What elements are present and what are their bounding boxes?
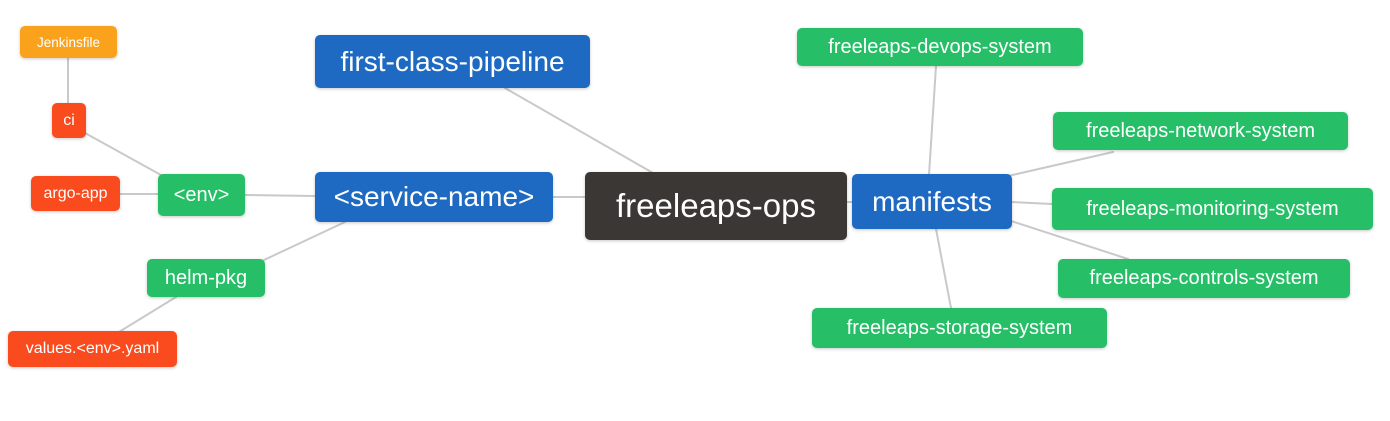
node-manifests[interactable]: manifests [852,174,1012,229]
edge-ci-env [84,132,162,176]
node-ci[interactable]: ci [52,103,86,138]
node-freeleaps-monitoring-system[interactable]: freeleaps-monitoring-system [1052,188,1373,230]
edge-pipeline-freeleaps-ops [504,87,654,174]
edge-manifests-storage [935,228,952,309]
edge-service-name-helm-pkg [263,221,346,261]
node-argo-app[interactable]: argo-app [31,176,120,211]
node-freeleaps-ops[interactable]: freeleaps-ops [585,172,847,240]
node-env[interactable]: <env> [158,174,245,216]
node-values-env-yaml[interactable]: values.<env>.yaml [8,331,177,367]
node-freeleaps-network-system[interactable]: freeleaps-network-system [1053,112,1348,150]
node-helm-pkg[interactable]: helm-pkg [147,259,265,297]
node-freeleaps-devops-system[interactable]: freeleaps-devops-system [797,28,1083,66]
edge-env-service-name [244,194,316,197]
edge-helm-pkg-values [118,296,177,333]
edge-manifests-monitoring [1011,201,1053,205]
node-freeleaps-storage-system[interactable]: freeleaps-storage-system [812,308,1107,348]
edge-manifests-controls [1007,219,1129,260]
edge-manifests-devops [928,65,937,176]
edge-manifests-network [1007,151,1114,177]
node-first-class-pipeline[interactable]: first-class-pipeline [315,35,590,88]
node-service-name[interactable]: <service-name> [315,172,553,222]
node-jenkinsfile[interactable]: Jenkinsfile [20,26,117,58]
node-freeleaps-controls-system[interactable]: freeleaps-controls-system [1058,259,1350,298]
